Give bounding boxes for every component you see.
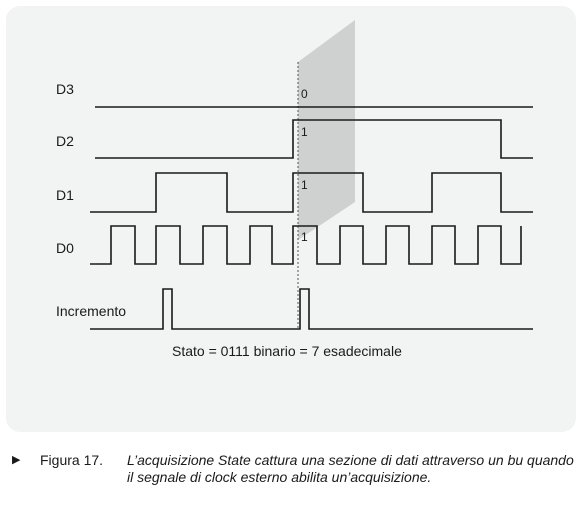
figure-panel xyxy=(6,6,576,432)
signal-label-d3: D3 xyxy=(56,81,74,97)
signal-d0-trace xyxy=(90,225,522,265)
captured-bit-d0: 1 xyxy=(301,230,308,244)
caption-label: Figura 17. xyxy=(40,452,104,468)
signal-label-incremento: Incremento xyxy=(56,303,127,319)
signal-d2-trace xyxy=(95,119,533,159)
caption-text: L’acquisizione State cattura una sezione… xyxy=(127,452,574,485)
state-value-text: Stato = 0111 binario = 7 esadecimale xyxy=(172,343,402,359)
captured-bit-d3: 0 xyxy=(301,87,308,101)
capture-window-band xyxy=(298,20,355,240)
captured-bit-d2: 1 xyxy=(301,125,308,139)
signal-d1-trace xyxy=(90,172,533,213)
signal-label-d0: D0 xyxy=(56,240,74,256)
captured-bit-d1: 1 xyxy=(301,178,308,192)
signal-label-d1: D1 xyxy=(56,187,74,203)
signal-incremento-trace xyxy=(90,288,533,330)
caption-arrow-icon: ▶ xyxy=(12,454,21,466)
signal-label-d2: D2 xyxy=(56,133,74,149)
